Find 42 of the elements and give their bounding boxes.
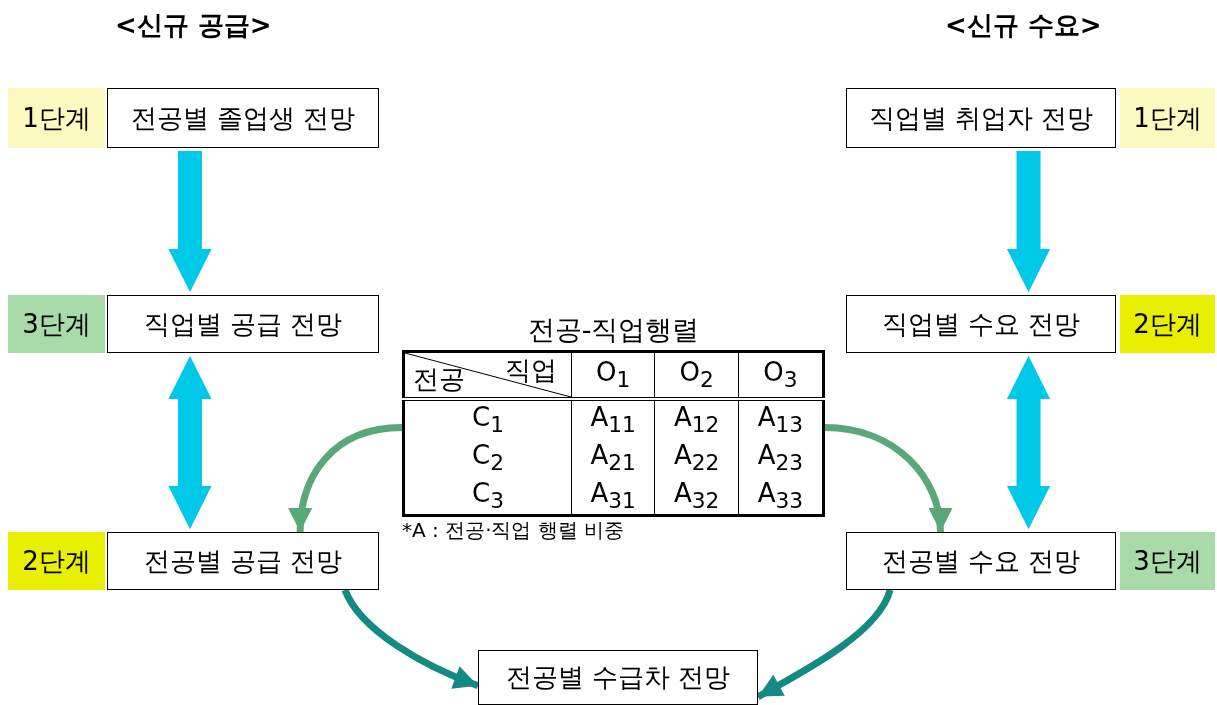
step-label: 1단계 [8, 88, 105, 148]
column-header: O$_{3}$ [738, 351, 824, 399]
process-box: 전공별 공급 전망 [107, 532, 379, 590]
arrow [341, 588, 480, 689]
row-header: C$_{1}$ [403, 399, 572, 439]
arrow [1006, 151, 1051, 293]
process-box: 직업별 공급 전망 [107, 295, 379, 353]
row-axis-label: 전공 [413, 363, 465, 396]
step-label: 2단계 [1120, 295, 1215, 353]
step-label: 3단계 [1120, 532, 1215, 590]
matrix-value: A$_{22}$ [654, 438, 739, 477]
double-arrow [168, 355, 212, 530]
arrow [756, 588, 894, 700]
row-header: C$_{3}$ [403, 476, 572, 516]
column-header: O$_{1}$ [571, 351, 655, 399]
process-box: 전공별 졸업생 전망 [107, 88, 379, 148]
section-heading: <신규 공급> [115, 9, 272, 42]
arrow [289, 424, 403, 533]
matrix-value: A$_{11}$ [571, 399, 655, 439]
matrix-value: A$_{32}$ [654, 476, 739, 516]
matrix-value: A$_{12}$ [654, 399, 739, 439]
step-label: 2단계 [8, 532, 105, 590]
matrix-value: A$_{13}$ [738, 399, 824, 439]
section-heading: <신규 수요> [945, 9, 1102, 42]
process-box: 전공별 수급차 전망 [478, 650, 758, 705]
matrix-value: A$_{21}$ [571, 438, 655, 477]
table-note: *A : 전공·직업 행렬 비중 [402, 517, 625, 544]
step-label: 3단계 [8, 295, 105, 353]
matrix-value: A$_{31}$ [571, 476, 655, 516]
process-box: 직업별 수요 전망 [846, 295, 1116, 353]
table-title: 전공-직업행렬 [526, 313, 701, 347]
process-box: 전공별 수요 전망 [846, 532, 1116, 590]
double-arrow [1006, 355, 1051, 530]
step-label: 1단계 [1120, 88, 1215, 148]
column-axis-label: 직업 [505, 354, 557, 387]
column-header: O$_{2}$ [654, 351, 739, 399]
matrix-value: A$_{33}$ [738, 476, 824, 516]
process-box: 직업별 취업자 전망 [846, 88, 1116, 148]
arrow [824, 424, 951, 533]
row-header: C$_{2}$ [403, 438, 572, 477]
arrow [168, 151, 212, 293]
matrix-value: A$_{23}$ [738, 438, 824, 477]
